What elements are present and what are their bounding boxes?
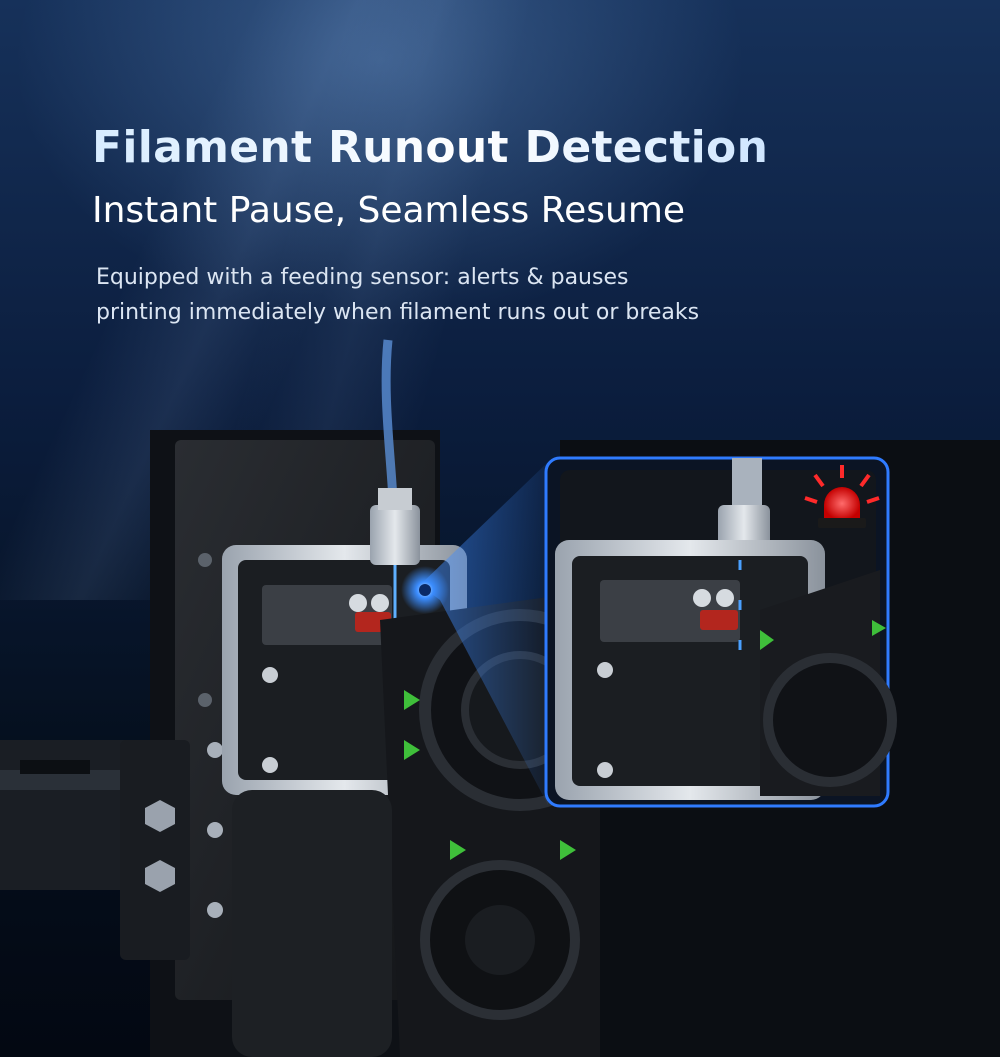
- description-line-2: printing immediately when filament runs …: [96, 300, 700, 325]
- magnified-inset: [544, 456, 897, 808]
- page-title: Filament Runout Detection: [92, 122, 769, 173]
- page-subtitle: Instant Pause, Seamless Resume: [92, 190, 686, 231]
- sensor-beam: [420, 462, 548, 805]
- feature-description: Equipped with a feeding sensor: alerts &…: [96, 260, 816, 330]
- red-alarm-light-icon: [804, 465, 880, 528]
- description-line-1: Equipped with a feeding sensor: alerts &…: [96, 265, 629, 290]
